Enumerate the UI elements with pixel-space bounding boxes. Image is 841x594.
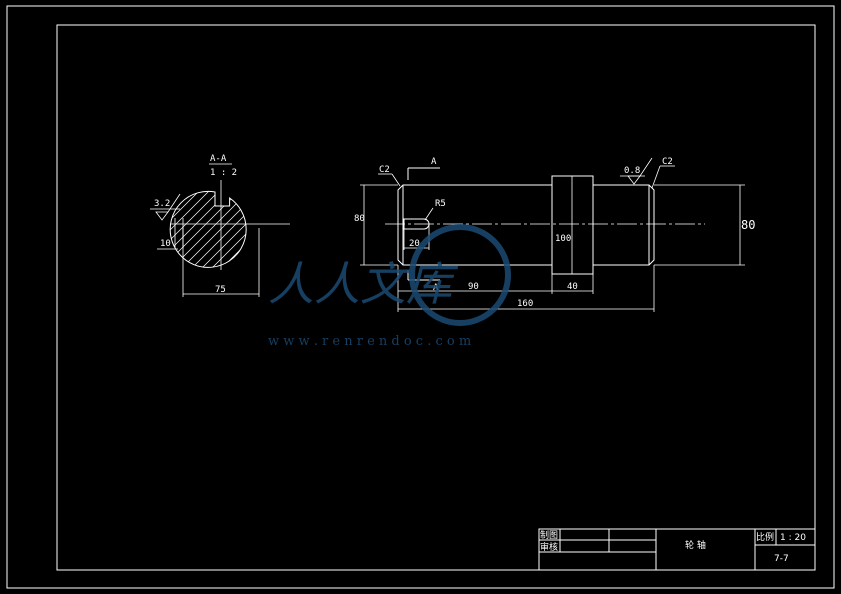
section-scale-note: 1 : 2	[210, 168, 237, 178]
shaft-view: A A C2 C2 0.8 R5 80 80 20 100	[354, 157, 755, 312]
total-length-dim: 160	[517, 299, 533, 309]
roughness-symbol-right	[627, 175, 641, 185]
section-mark-bottom: A	[433, 283, 439, 293]
title-block: 制图 审核 轮 轴 比例 1 : 20 7-7	[538, 528, 816, 571]
section-mark-top: A	[431, 157, 437, 167]
left-diameter-dim: 80	[354, 214, 365, 224]
shaft-outline	[397, 175, 655, 275]
diameter-dim: 75	[215, 285, 226, 295]
keyway-length-dim: 20	[409, 239, 420, 249]
keyway-radius-label: R5	[435, 199, 446, 209]
length-a-dim: 90	[468, 282, 479, 292]
watermark: 人人文库 w w w . r e n r e n d o c . c o m	[268, 224, 511, 349]
scale-value: 1 : 20	[780, 533, 806, 543]
watermark-text: 人人文库	[268, 257, 459, 311]
scale-label: 比例	[756, 531, 774, 543]
part-name: 轮 轴	[685, 539, 706, 551]
section-view: A-A 1 : 2 3.2 10 75	[150, 154, 290, 297]
left-chamfer-label: C2	[379, 165, 390, 175]
drawing-number: 7-7	[774, 554, 789, 564]
collar-diameter-dim: 100	[555, 234, 571, 244]
outer-border	[6, 5, 835, 589]
section-label: A-A	[210, 154, 227, 164]
roughness-symbol-left	[155, 211, 169, 221]
right-diameter-dim: 80	[741, 218, 755, 232]
right-chamfer-label: C2	[662, 157, 673, 167]
roughness-value-left: 3.2	[154, 199, 170, 209]
watermark-url: w w w . r e n r e n d o c . c o m	[268, 334, 471, 349]
reviewed-by-label: 审核	[540, 541, 558, 553]
keyway-depth-dim: 10	[160, 239, 171, 249]
drawn-by-label: 制图	[540, 529, 558, 541]
roughness-value-right: 0.8	[624, 166, 640, 176]
collar-length-dim: 40	[567, 282, 578, 292]
inner-frame	[56, 24, 816, 571]
watermark-ring	[409, 224, 511, 326]
